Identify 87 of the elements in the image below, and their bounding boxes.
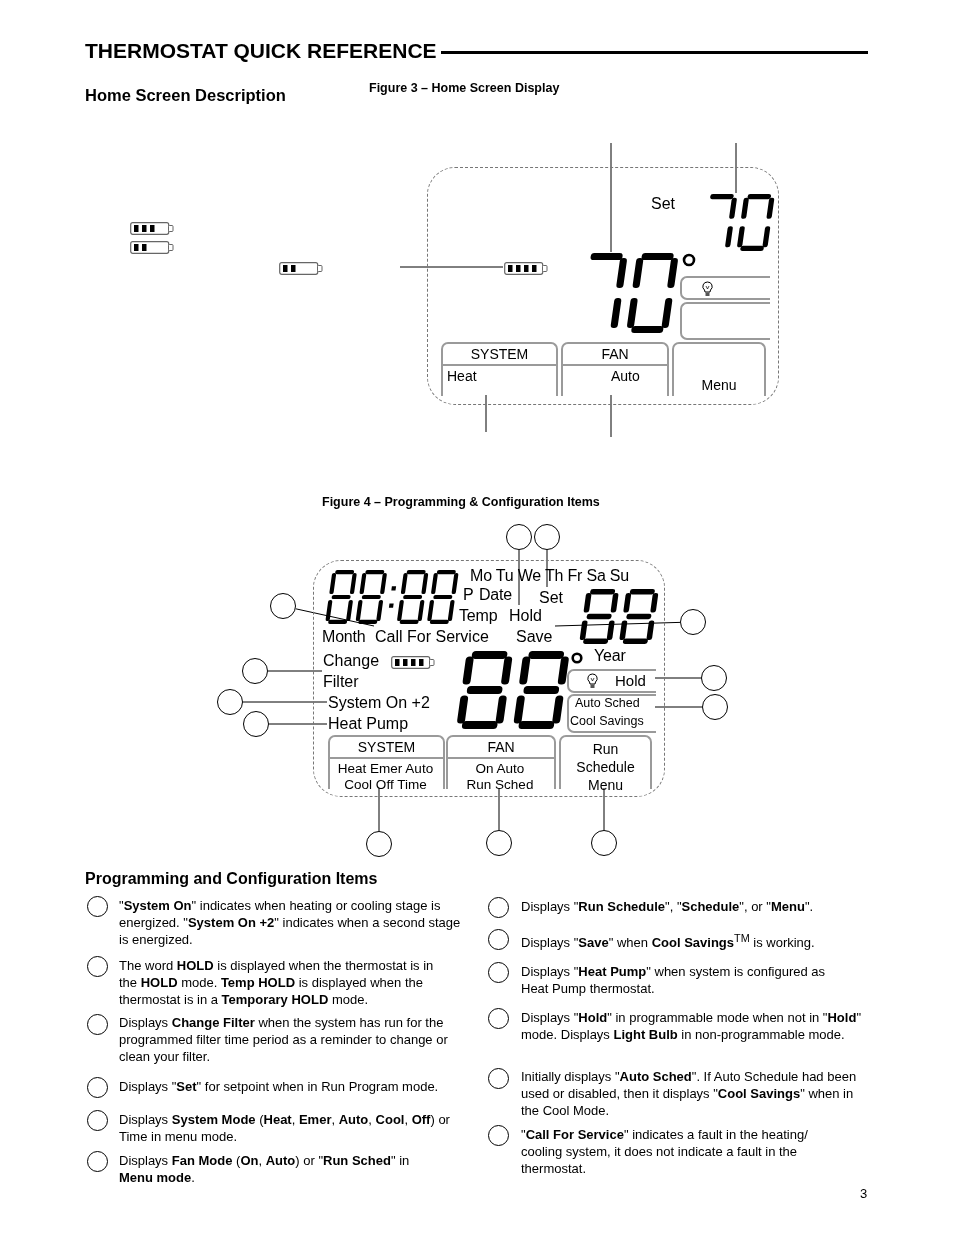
leader-line: [735, 142, 737, 194]
display-label: Mo Tu We Th Fr Sa Su: [470, 566, 630, 586]
description-text: Displays Fan Mode (On, Auto) or "Run Sched" in Menu mode.: [119, 1152, 411, 1186]
box-heading: FAN: [563, 344, 667, 366]
description-text: "Call For Service" indicates a fault in the heating/ cooling system, it does not indicate a fault in the thermostat.: [521, 1126, 809, 1177]
box-text: Hold: [615, 673, 646, 690]
leader-line: [554, 621, 681, 627]
display-label: Set: [539, 588, 563, 607]
box-text: Run Schedule Menu: [575, 740, 636, 794]
box-text: Menu: [700, 377, 738, 393]
status-box: [567, 669, 656, 693]
battery-icon: [504, 262, 548, 275]
box-text: Heat: [446, 367, 478, 384]
description-text: Displays System Mode (Heat, Emer, Auto, Cool, Off) or Time in menu mode.: [119, 1111, 451, 1145]
box-text: Heat Emer Auto Cool Off Time: [336, 760, 435, 793]
leader-line: [610, 394, 612, 438]
mode-box: [561, 342, 669, 396]
description-text: Displays "Save" when Cool Savings$^{TM}$ is working.: [521, 931, 816, 952]
description-text: Initially displays "Auto Sched". If Auto Schedule had been used or disabled, then it displays "Cool Savings" when in the Cool Mode.: [521, 1068, 858, 1119]
callout-circle: [702, 694, 728, 720]
menu-box: [559, 735, 652, 789]
callout-circle: [701, 665, 727, 691]
box-text: Cool Savings: [570, 715, 644, 729]
leader-line: [485, 394, 487, 433]
display-label: Year: [594, 646, 626, 666]
section-heading: Home Screen Description: [85, 86, 286, 106]
leader-line: [546, 549, 548, 588]
description-text: Displays "Run Schedule", "Schedule", or "Menu".: [521, 898, 815, 915]
box-text: Auto: [610, 367, 641, 384]
callout-circle: [217, 689, 243, 715]
description-text: Displays "Hold" in programmable mode when not in "Hold" mode. Displays Light Bulb in non-programmable mode.: [521, 1009, 862, 1043]
mode-box: [328, 735, 445, 789]
leader-line: [295, 608, 375, 627]
display-label: P: [463, 585, 474, 605]
callout-circle: [486, 830, 512, 856]
display-label: System On +2: [328, 693, 430, 712]
box-heading: FAN: [448, 737, 554, 759]
callout-circle: [506, 524, 532, 550]
box-text: Auto Sched: [575, 697, 640, 711]
display-label: Temp: [459, 606, 498, 626]
description-text: "System On" indicates when heating or cooling stage is energized. "System On +2" indicates when a second stage is energized.: [119, 897, 461, 948]
display-label: Heat Pump: [328, 714, 409, 733]
display-label: Hold: [509, 606, 542, 625]
leader-line: [399, 266, 504, 268]
display-label: Call For Service: [375, 627, 489, 646]
mode-box: [446, 735, 556, 789]
display-label: Month: [322, 627, 366, 647]
mode-box: [441, 342, 558, 396]
callout-circle: [243, 711, 269, 737]
leader-line: [378, 787, 380, 832]
leader-line: [603, 787, 605, 831]
leader-line: [610, 142, 612, 253]
leader-line: [498, 787, 500, 831]
leader-line: [267, 670, 323, 672]
status-box: [680, 302, 770, 340]
figure-caption: Figure 3 – Home Screen Display: [369, 81, 560, 96]
description-text: The word HOLD is displayed when the thermostat is in the HOLD mode. Temp HOLD is displayed when the thermostat is in a Temporary HOLD mode.: [119, 957, 435, 1008]
callout-circle: [270, 593, 296, 619]
display-label: Set: [651, 194, 675, 213]
leader-line: [654, 677, 702, 679]
callout-circle: [591, 830, 617, 856]
description-text: Displays "Heat Pump" when system is configured as Heat Pump thermostat.: [521, 963, 826, 997]
menu-box: [672, 342, 766, 396]
callout-circle: [680, 609, 706, 635]
box-heading: SYSTEM: [330, 737, 443, 759]
section-heading: Programming and Configuration Items: [85, 869, 378, 889]
page-title: THERMOSTAT QUICK REFERENCE: [85, 38, 437, 64]
leader-line: [242, 701, 328, 703]
description-text: Displays Change Filter when the system has run for the programmed filter time period as a reminder to change or clean your filter.: [119, 1014, 449, 1065]
leader-line: [268, 723, 328, 725]
page-number: 3: [860, 1186, 868, 1202]
leader-line: [654, 706, 703, 708]
callout-circle: [534, 524, 560, 550]
box-text: On Auto Run Sched: [465, 760, 535, 793]
display-panel: [427, 167, 779, 405]
display-label: Change Filter: [323, 650, 387, 692]
leader-line: [518, 549, 520, 606]
display-label: Save: [516, 627, 553, 646]
description-text: Displays "Set" for setpoint when in Run Program mode.: [119, 1078, 440, 1095]
status-box: [680, 276, 770, 300]
callout-circle: [366, 831, 392, 857]
box-heading: SYSTEM: [443, 344, 556, 366]
display-panel: [313, 560, 665, 797]
status-box: [567, 694, 656, 733]
callout-circle: [242, 658, 268, 684]
display-label: Date: [479, 585, 512, 605]
figure-caption: Figure 4 – Programming & Configuration Items: [322, 495, 600, 510]
